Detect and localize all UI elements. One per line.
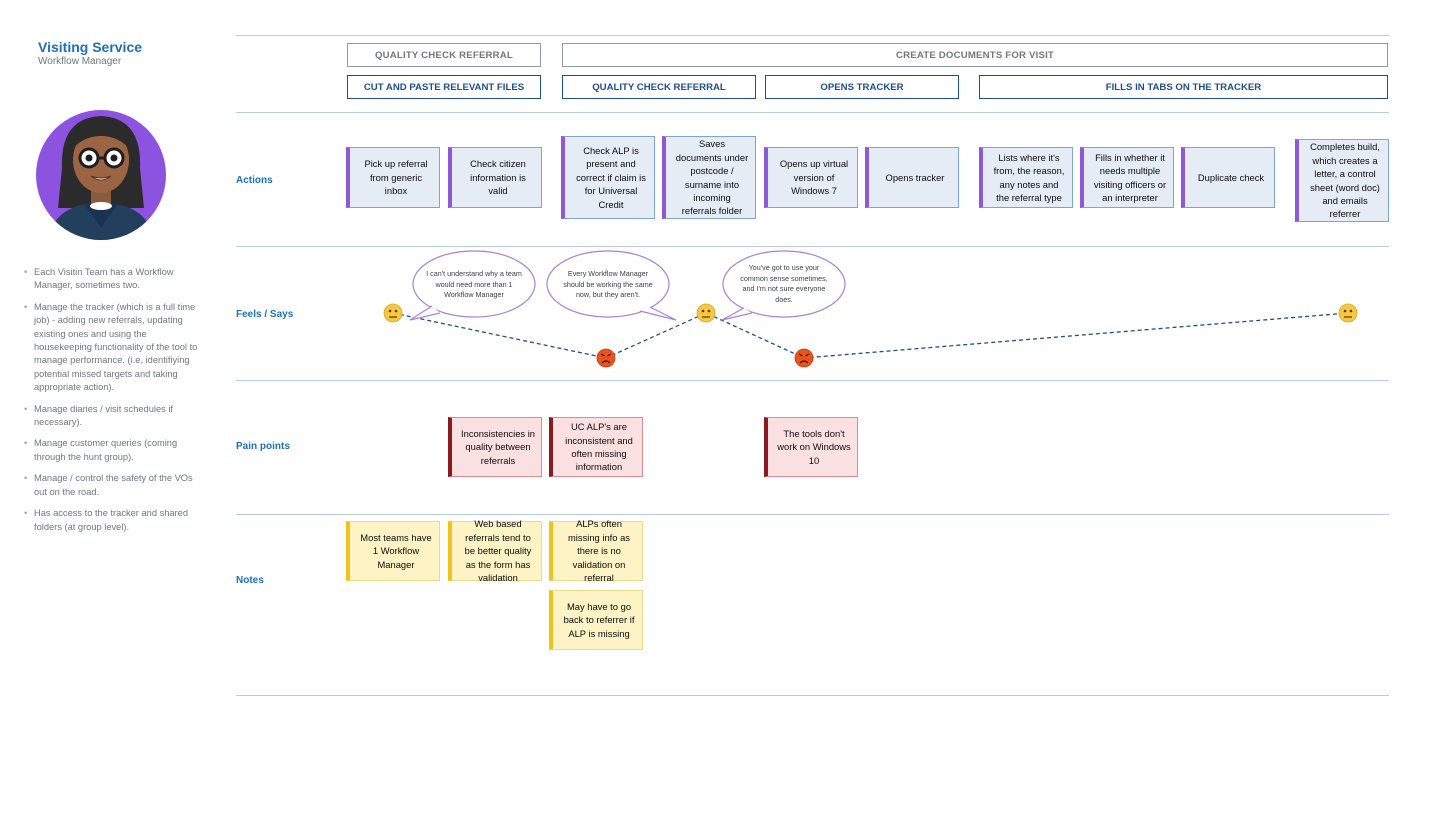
persona-bullet: Manage diaries / visit schedules if nece… [24,403,204,430]
action-card: Pick up referral from generic inbox [346,147,440,208]
angry-face-icon [597,349,615,367]
divider [236,380,1389,381]
divider [236,112,1389,113]
persona-title: Visiting Service [38,39,142,55]
neutral-face-icon [697,304,715,322]
pain-point-card: UC ALP's are inconsistent and often miss… [549,417,643,477]
step-quality-check-referral: QUALITY CHECK REFERRAL [562,75,756,99]
persona-avatar [34,108,168,242]
action-card: Fills in whether it needs multiple visit… [1080,147,1174,208]
pain-point-card: Inconsistencies in quality between refer… [448,417,542,477]
step-opens-tracker: OPENS TRACKER [765,75,959,99]
divider [236,514,1389,515]
action-card: Lists where it's from, the reason, any n… [979,147,1073,208]
persona-bullet: Manage the tracker (which is a full time… [24,301,204,395]
angry-face-icon [795,349,813,367]
row-label-notes: Notes [236,575,264,586]
quote-text: Every Workflow Manager should be working… [558,269,658,301]
row-label-actions: Actions [236,175,273,186]
row-label-feels: Feels / Says [236,309,293,320]
persona-bullet: Each Visitin Team has a Workflow Manager… [24,266,204,293]
divider [236,246,1389,247]
quote-text: I can't understand why a team would need… [424,269,524,301]
persona-subtitle: Workflow Manager [38,56,121,67]
phase-quality-check-referral: QUALITY CHECK REFERRAL [347,43,541,67]
pain-point-card: The tools don't work on Windows 10 [764,417,858,477]
action-card: Check citizen information is valid [448,147,542,208]
persona-bullet: Has access to the tracker and shared fol… [24,507,204,534]
action-card: Opens up virtual version of Windows 7 [764,147,858,208]
note-card: ALPs often missing info as there is no v… [549,521,643,581]
divider [236,35,1389,36]
note-card: May have to go back to referrer if ALP i… [549,590,643,650]
persona-bullet: Manage / control the safety of the VOs o… [24,472,204,499]
action-card: Check ALP is present and correct if clai… [561,136,655,219]
quote-text: You've got to use your common sense some… [734,263,834,305]
phase-create-documents: CREATE DOCUMENTS FOR VISIT [562,43,1388,67]
action-card: Duplicate check [1181,147,1275,208]
emotion-line [393,313,1348,358]
step-cut-and-paste: CUT AND PASTE RELEVANT FILES [347,75,541,99]
divider [236,695,1389,696]
persona-bullets: Each Visitin Team has a Workflow Manager… [24,266,204,542]
action-card: Completes build, which creates a letter,… [1295,139,1389,222]
action-card: Saves documents under postcode / surname… [662,136,756,219]
note-card: Most teams have 1 Workflow Manager [346,521,440,581]
note-card: Web based referrals tend to be better qu… [448,521,542,581]
step-fills-in-tabs: FILLS IN TABS ON THE TRACKER [979,75,1388,99]
action-card: Opens tracker [865,147,959,208]
neutral-face-icon [384,304,402,322]
row-label-pain-points: Pain points [236,441,290,452]
persona-bullet: Manage customer queries (coming through … [24,437,204,464]
neutral-face-icon [1339,304,1357,322]
